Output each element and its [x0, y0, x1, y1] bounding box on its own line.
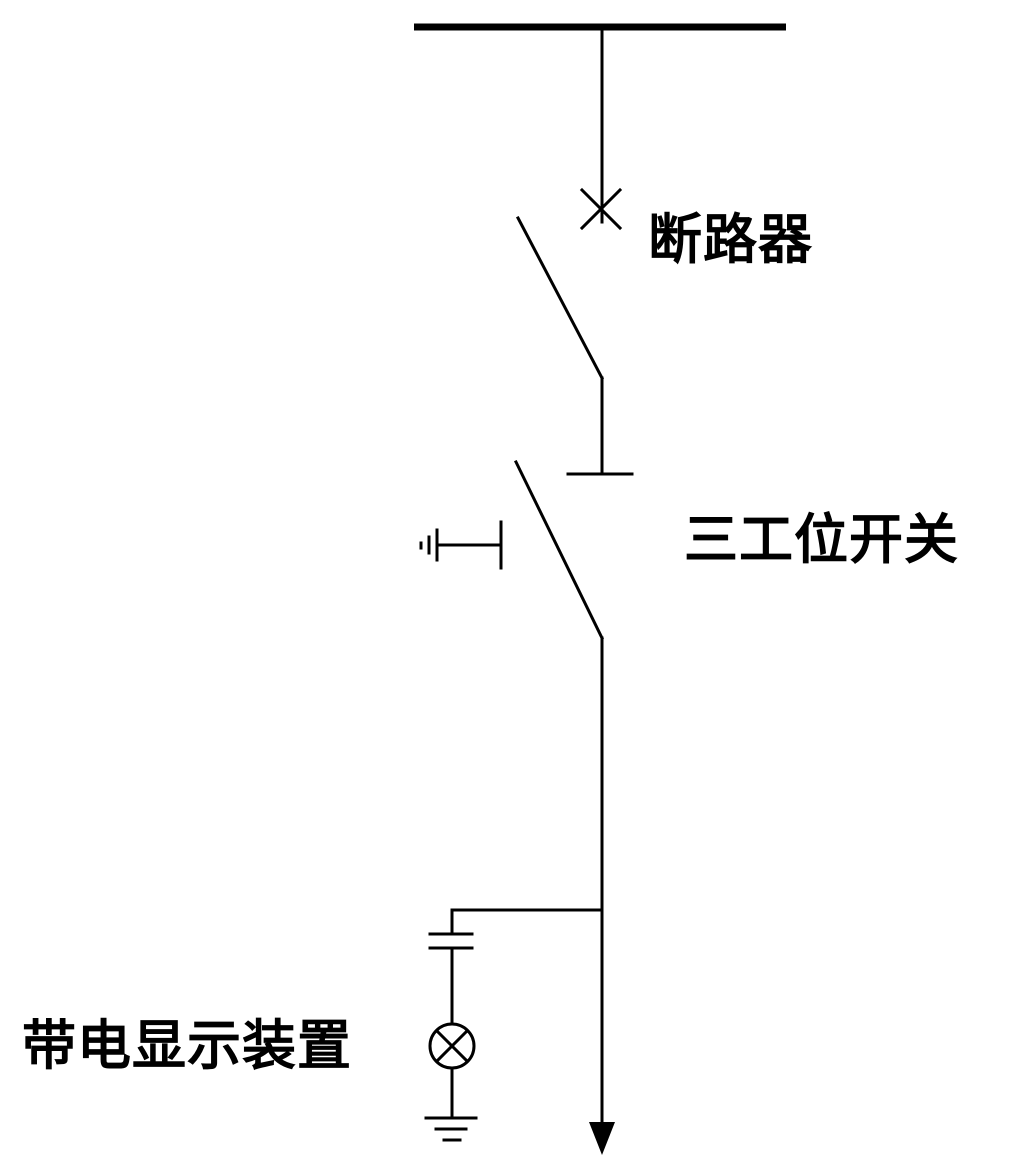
indicator-lamp-icon [428, 1022, 476, 1070]
ground-icon [424, 1116, 478, 1142]
three-position-switch-label: 三工位开关 [684, 507, 959, 571]
three-position-switch-blade [513, 459, 605, 641]
circuit-breaker-x-mark [579, 187, 623, 231]
circuit-breaker-blade [515, 215, 605, 381]
live-display-device-label: 带电显示装置 [22, 1013, 352, 1077]
circuit-breaker-label: 断路器 [648, 207, 813, 271]
earthing-ground-icon [419, 528, 439, 562]
indicator-branch-line [450, 908, 604, 936]
outgoing-arrow-icon [589, 1122, 615, 1155]
capacitor-icon [428, 932, 474, 950]
earthing-contact [436, 520, 503, 570]
